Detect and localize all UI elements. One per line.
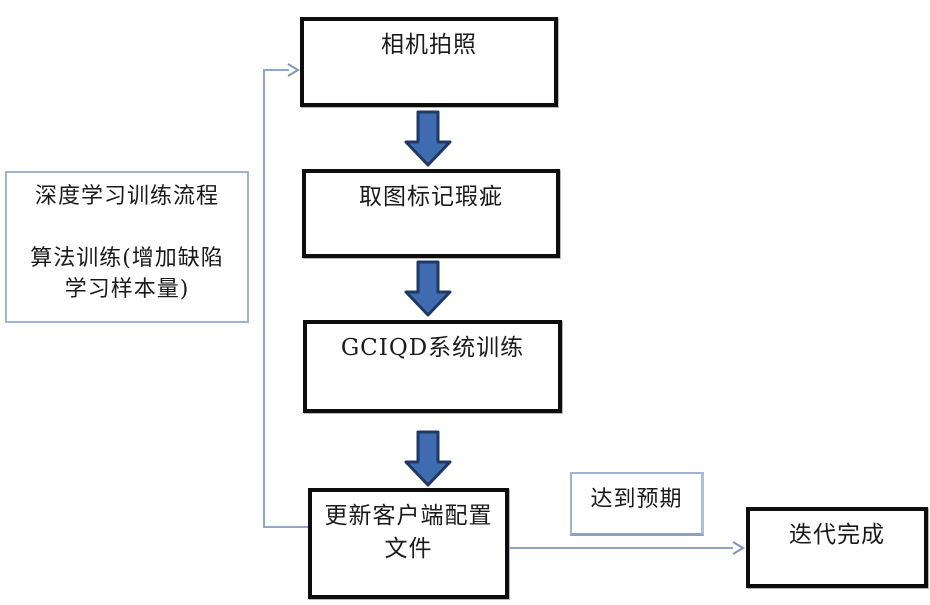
flow-node-camera: 相机拍照: [300, 17, 558, 107]
result-line: [509, 547, 733, 549]
down-block-arrow-icon: [404, 430, 452, 487]
flow-node-system-training-label: GCIQD系统训练: [340, 335, 525, 361]
arrowhead-right-icon: [732, 541, 745, 555]
flow-node-update-config-label: 更新客户端配置 文件: [324, 503, 493, 562]
feedback-line-bottom: [263, 526, 308, 528]
flow-node-system-training: GCIQD系统训练: [303, 320, 562, 413]
arrowhead-right-icon: [287, 63, 300, 77]
down-block-arrow-icon: [404, 110, 452, 167]
side-note-label: 深度学习训练流程 算法训练(增加缺陷 学习样本量): [30, 184, 224, 302]
flow-node-camera-label: 相机拍照: [381, 32, 477, 58]
condition-label-box: 达到预期: [570, 472, 704, 536]
side-note-box: 深度学习训练流程 算法训练(增加缺陷 学习样本量): [5, 171, 249, 323]
down-block-arrow-icon: [404, 260, 452, 317]
flow-node-mark-defects: 取图标记瑕疵: [302, 169, 560, 258]
condition-label: 达到预期: [590, 487, 683, 512]
feedback-line-top: [265, 69, 289, 71]
flow-node-mark-defects-label: 取图标记瑕疵: [359, 184, 503, 210]
feedback-line-vertical: [263, 69, 265, 528]
flow-node-iteration-done: 迭代完成: [746, 507, 928, 588]
flow-node-iteration-done-label: 迭代完成: [789, 522, 885, 548]
flow-node-update-config: 更新客户端配置 文件: [308, 488, 509, 599]
